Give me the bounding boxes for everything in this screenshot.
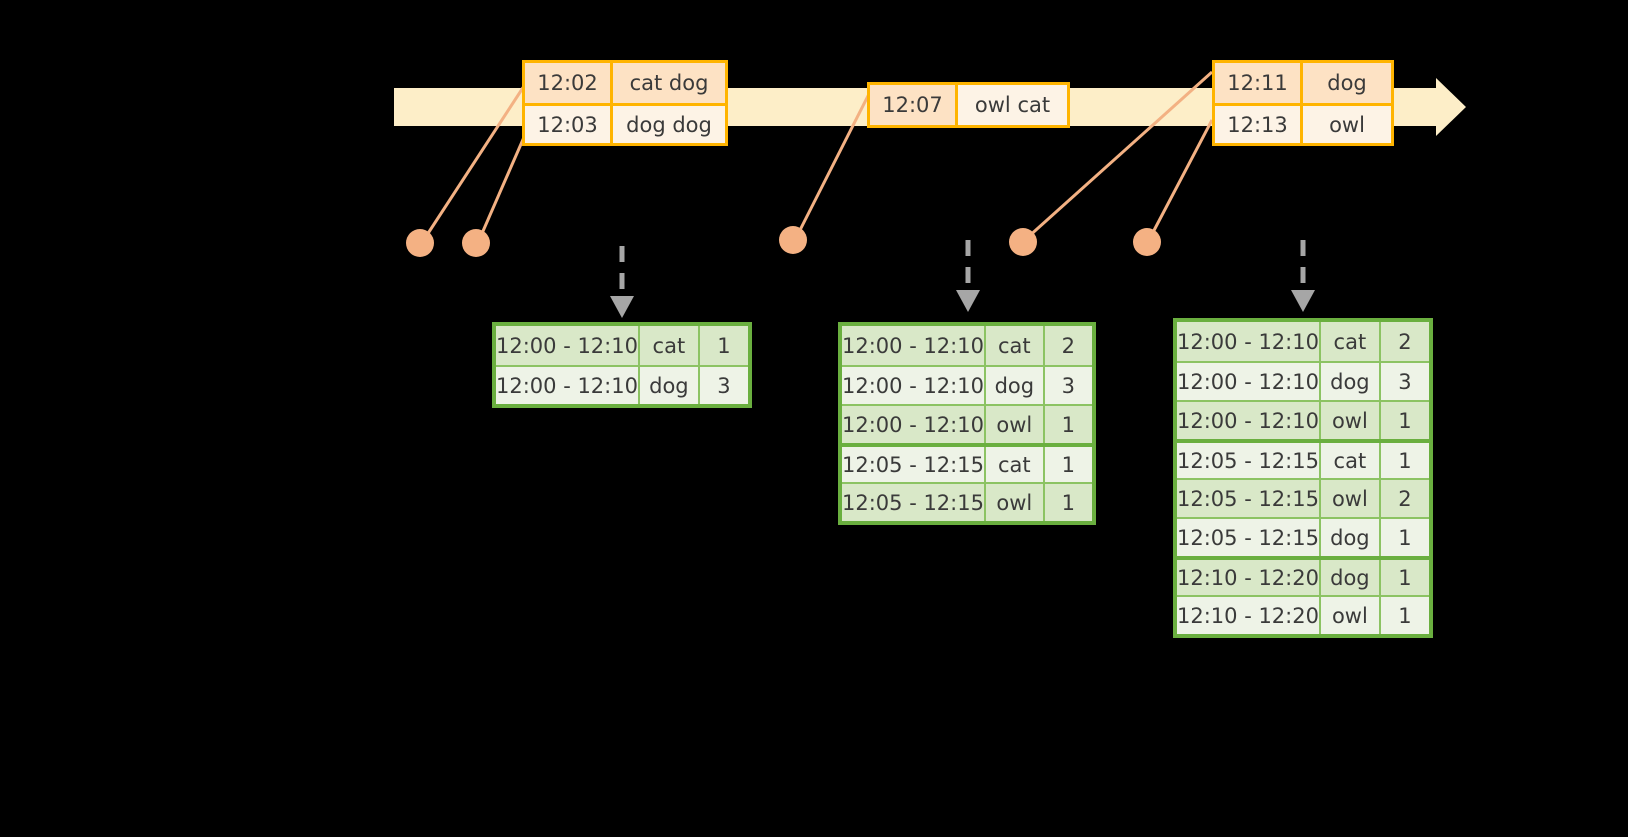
count-cell: 2 <box>1380 480 1429 517</box>
window-cell: 12:00 - 12:10 <box>496 367 640 404</box>
word-cell: owl <box>1320 402 1381 439</box>
word-cell: dog <box>1320 560 1381 595</box>
emit-arrow-3-head <box>1291 290 1315 312</box>
word-cell: dog <box>1320 363 1381 400</box>
window-cell: 12:00 - 12:10 <box>1177 322 1321 361</box>
event-marker-4 <box>1009 228 1037 256</box>
word-cell: cat <box>639 326 700 365</box>
window-cell: 12:10 - 12:20 <box>1177 560 1321 595</box>
window-cell: 12:10 - 12:20 <box>1177 597 1321 634</box>
event-value: owl <box>1303 106 1391 143</box>
event-marker-1 <box>406 229 434 257</box>
window-cell: 12:00 - 12:10 <box>1177 402 1321 439</box>
event-time: 12:03 <box>525 106 613 143</box>
window-cell: 12:05 - 12:15 <box>1177 519 1321 556</box>
leader-line-5 <box>1148 119 1214 239</box>
window-cell: 12:00 - 12:10 <box>842 326 986 365</box>
window-cell: 12:05 - 12:15 <box>842 484 986 521</box>
window-cell: 12:00 - 12:10 <box>1177 363 1321 400</box>
event-row[interactable]: 12:11 dog <box>1215 63 1391 103</box>
window-cell: 12:05 - 12:15 <box>1177 480 1321 517</box>
word-cell: owl <box>985 406 1045 443</box>
count-cell: 1 <box>1044 406 1092 443</box>
event-time: 12:07 <box>870 85 958 125</box>
count-cell: 1 <box>1044 484 1092 521</box>
event-marker-5 <box>1133 228 1161 256</box>
word-cell: dog <box>985 367 1045 404</box>
window-cell: 12:05 - 12:15 <box>842 447 986 482</box>
event-value: dog <box>1303 63 1391 103</box>
event-row[interactable]: 12:03 dog dog <box>525 103 725 143</box>
count-cell: 1 <box>1380 443 1429 478</box>
window-cell: 12:00 - 12:10 <box>496 326 640 365</box>
count-cell: 3 <box>699 367 748 404</box>
emit-arrow-2-head <box>956 290 980 312</box>
word-cell: cat <box>985 447 1045 482</box>
event-group-2[interactable]: 12:07 owl cat <box>867 82 1070 128</box>
event-marker-3 <box>779 226 807 254</box>
word-cell: owl <box>985 484 1045 521</box>
event-value: cat dog <box>613 63 725 103</box>
count-cell: 1 <box>699 326 748 365</box>
event-value: dog dog <box>613 106 725 143</box>
timeline-arrow-icon <box>1410 78 1466 136</box>
window-cell: 12:00 - 12:10 <box>842 367 986 404</box>
event-time: 12:13 <box>1215 106 1303 143</box>
count-cell: 1 <box>1380 519 1429 556</box>
window-cell: 12:05 - 12:15 <box>1177 443 1321 478</box>
count-cell: 1 <box>1380 597 1429 634</box>
word-cell: owl <box>1320 597 1381 634</box>
event-group-1[interactable]: 12:02 cat dog 12:03 dog dog <box>522 60 728 146</box>
leader-line-2 <box>478 127 530 239</box>
event-row[interactable]: 12:02 cat dog <box>525 63 725 103</box>
event-marker-group <box>406 226 1161 257</box>
count-cell: 1 <box>1380 560 1429 595</box>
count-cell: 1 <box>1380 402 1429 439</box>
event-time: 12:11 <box>1215 63 1303 103</box>
count-cell: 3 <box>1044 367 1092 404</box>
count-cell: 2 <box>1044 326 1092 365</box>
count-cell: 3 <box>1380 363 1429 400</box>
word-cell: dog <box>639 367 700 404</box>
word-cell: dog <box>1320 519 1381 556</box>
emit-arrow-1-head <box>610 296 634 318</box>
word-cell: cat <box>985 326 1045 365</box>
event-row[interactable]: 12:13 owl <box>1215 103 1391 143</box>
word-cell: owl <box>1320 480 1381 517</box>
event-group-3[interactable]: 12:11 dog 12:13 owl <box>1212 60 1394 146</box>
event-row[interactable]: 12:07 owl cat <box>870 85 1067 125</box>
count-cell: 1 <box>1044 447 1092 482</box>
event-value: owl cat <box>958 85 1067 125</box>
event-time: 12:02 <box>525 63 613 103</box>
word-cell: cat <box>1320 443 1381 478</box>
window-cell: 12:00 - 12:10 <box>842 406 986 443</box>
count-cell: 2 <box>1380 322 1429 361</box>
event-marker-2 <box>462 229 490 257</box>
word-cell: cat <box>1320 322 1381 361</box>
